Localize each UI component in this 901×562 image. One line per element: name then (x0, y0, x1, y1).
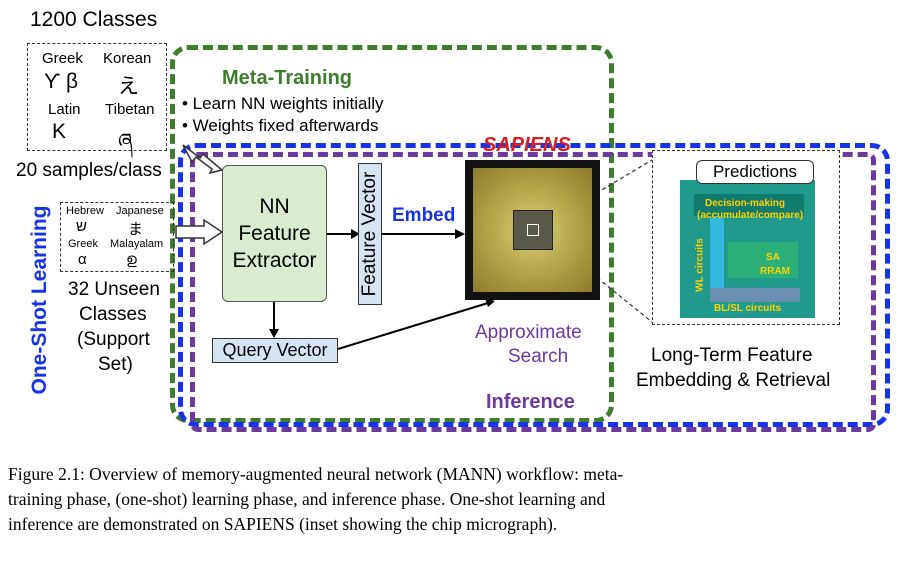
chip-micrograph (680, 180, 815, 318)
meta-training-bullet-1: • Learn NN weights initially (182, 94, 384, 113)
nn-feature-extractor: NN Feature Extractor (222, 165, 327, 302)
support-glyph-hebrew: ש (76, 218, 87, 235)
script-label-greek: Greek (42, 50, 83, 67)
caption-line-2: training phase, (one-shot) learning phas… (8, 489, 606, 509)
training-scripts-box (27, 43, 167, 151)
wl-circuit-block (710, 218, 724, 288)
extractor-line-2: Feature (238, 222, 311, 245)
support-label-line-2: Classes (79, 304, 147, 325)
caption-line-3: inference are demonstrated on SAPIENS (i… (8, 514, 558, 534)
support-label-japanese: Japanese (116, 205, 164, 217)
meta-training-bullet-2: • Weights fixed afterwards (182, 116, 379, 135)
script-glyph-latin: K (52, 120, 67, 143)
micro-label-blsl: BL/SL circuits (714, 303, 782, 314)
support-label-line-1: 32 Unseen (68, 279, 160, 300)
embed-label: Embed (392, 205, 456, 226)
script-label-tibetan: Tibetan (105, 101, 155, 118)
inset-connector-top (547, 159, 653, 223)
support-label-greek: Greek (68, 238, 98, 250)
decision-block (694, 194, 804, 216)
support-label-malayalam: Malayalam (110, 238, 164, 250)
feature-vector-label: Feature Vector (359, 171, 380, 297)
long-term-line-1: Long-Term Feature (651, 345, 813, 366)
support-glyph-japanese: ま (128, 221, 144, 238)
blsl-circuit-block (710, 288, 800, 302)
micro-label-decision: Decision-making (705, 198, 786, 209)
figure-caption: Figure 2.1: Overview of memory-augmented… (8, 462, 893, 537)
support-set-input-arrow (175, 218, 224, 246)
approximate-search-line-1: Approximate (475, 322, 582, 343)
micro-label-accumulate: (accumulate/compare) (697, 210, 804, 221)
meta-training-title: Meta-Training (222, 67, 353, 89)
micro-label-rram: RRAM (760, 266, 790, 277)
support-label-line-4: Set) (98, 354, 133, 375)
approximate-search-line-2: Search (508, 346, 569, 367)
script-label-korean: Korean (103, 50, 152, 67)
micro-label-sa: SA (766, 252, 780, 263)
chip-die-highlight (526, 224, 539, 236)
caption-line-1: Figure 2.1: Overview of memory-augmented… (8, 464, 624, 484)
support-scripts-box (60, 202, 174, 272)
extractor-line-3: Extractor (232, 249, 317, 272)
inference-region (190, 152, 876, 432)
sapiens-label: SAPIENS (483, 134, 571, 156)
sapiens-chip (465, 160, 600, 300)
query-vector-box: Query Vector (212, 338, 338, 363)
script-label-latin: Latin (48, 101, 81, 118)
meta-training-region (170, 45, 614, 423)
script-glyph-greek: ϒ β (44, 70, 79, 93)
chip-die (512, 210, 553, 250)
chip-package (473, 168, 592, 292)
support-glyph-malayalam: ഉ (126, 251, 137, 268)
inference-label: Inference (486, 391, 575, 413)
rram-array-block (728, 242, 798, 278)
classes-title: 1200 Classes (30, 8, 158, 31)
predictions-box: Predictions (696, 160, 814, 184)
feature-vector-box: Feature Vector (358, 163, 382, 305)
script-glyph-korean: え (118, 75, 139, 98)
script-glyph-tibetan: ཞ (118, 130, 133, 153)
search-arrow (337, 302, 489, 350)
meta-training-input-arrow (182, 144, 224, 175)
samples-label: 20 samples/class (16, 160, 162, 181)
support-label-line-3: (Support (77, 329, 150, 350)
extractor-line-1: NN (259, 195, 290, 218)
micro-label-wl: WL circuits (694, 238, 706, 292)
one-shot-learning-region (178, 143, 890, 427)
support-label-hebrew: Hebrew (66, 205, 104, 217)
support-glyph-greek: α (78, 251, 87, 268)
long-term-line-2: Embedding & Retrieval (636, 370, 831, 391)
